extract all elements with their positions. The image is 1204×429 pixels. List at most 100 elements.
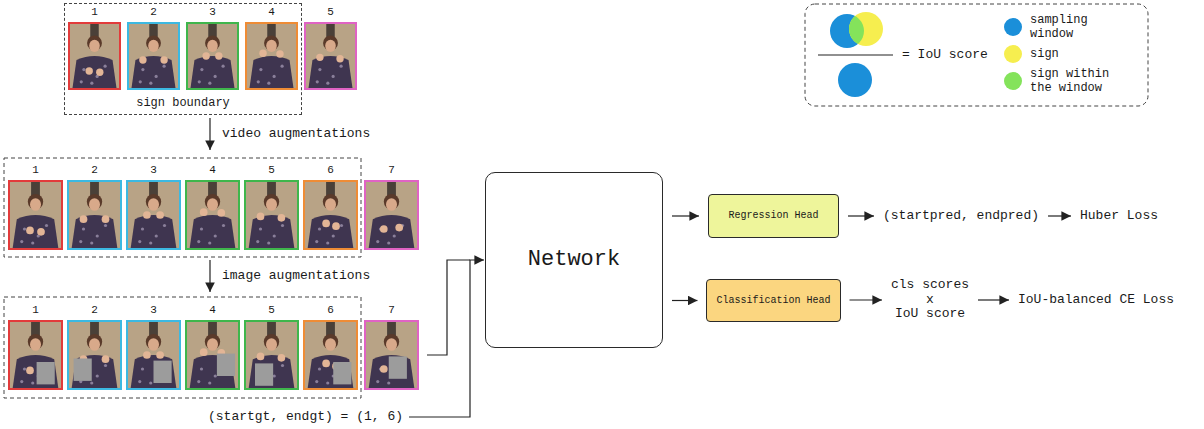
robe-pattern <box>90 241 93 244</box>
robe-pattern <box>104 364 107 367</box>
frame-background <box>244 320 299 390</box>
robe-pattern <box>387 381 390 384</box>
robe-pattern <box>104 65 107 68</box>
frame-number: 6 <box>327 304 334 317</box>
occlusion-patch <box>37 362 55 384</box>
video-frame <box>126 180 181 250</box>
signer-face <box>386 198 397 211</box>
signer-hand <box>26 227 34 235</box>
frame-number: 2 <box>150 6 157 19</box>
iou-figure <box>830 12 883 97</box>
frame-background <box>8 320 63 390</box>
video-frame <box>244 320 299 390</box>
robe-pattern <box>257 80 260 83</box>
flow-arrow <box>850 299 882 300</box>
output-text: x <box>891 293 969 308</box>
loss-text: Huber Loss <box>1080 209 1158 224</box>
robe-pattern <box>316 80 319 83</box>
signer-face <box>30 338 41 351</box>
frame-border <box>186 321 239 389</box>
signer-robe <box>189 215 235 250</box>
legend-swatch <box>1004 18 1022 36</box>
frame-border <box>245 181 298 249</box>
signer-hand <box>332 222 340 230</box>
video-frame <box>185 320 240 390</box>
frame-border <box>68 181 121 249</box>
signer-robe <box>71 215 117 250</box>
robe-pattern <box>139 80 142 83</box>
signer-hand <box>217 209 225 217</box>
robe-pattern <box>281 65 284 68</box>
signer-hand <box>156 351 164 359</box>
input-wire <box>427 260 470 355</box>
ground-truth-text: (startgt, endgt) = (1, 6) <box>208 410 403 425</box>
head-label: Classification Head <box>716 295 830 307</box>
frame-border <box>365 321 418 389</box>
frame-background <box>67 320 122 390</box>
video-frame <box>67 320 122 390</box>
frame-number: 5 <box>268 164 275 177</box>
signer-robe <box>12 215 58 250</box>
signer-hand <box>202 52 209 59</box>
robe-pattern <box>20 380 23 383</box>
step-label: video augmentations <box>222 127 370 142</box>
signer-robe <box>71 355 117 390</box>
video-frame <box>303 180 358 250</box>
frame-border <box>9 181 62 249</box>
robe-pattern <box>273 234 276 237</box>
fraction-bar <box>818 54 893 55</box>
robe-pattern <box>149 381 152 384</box>
robe-pattern <box>315 380 318 383</box>
signer-robe <box>248 355 294 390</box>
flow-arrow <box>1048 215 1071 216</box>
video-frame <box>67 180 122 250</box>
robe-pattern <box>149 82 152 85</box>
frame-number: 1 <box>32 164 39 177</box>
signer-hand <box>102 215 110 223</box>
robe-pattern <box>155 234 158 237</box>
robe-pattern <box>82 68 85 71</box>
signer-hand <box>336 55 343 62</box>
robe-pattern <box>31 241 34 244</box>
flow-arrow <box>672 300 697 301</box>
signer-face <box>207 338 218 351</box>
robe-pattern <box>163 224 166 227</box>
signer-robe <box>249 56 294 90</box>
signer-hand <box>80 215 88 223</box>
robe-pattern <box>340 224 343 227</box>
signer-robe <box>131 56 176 90</box>
step-arrow <box>209 118 210 150</box>
signer-hand <box>26 367 34 375</box>
signer-hand <box>143 351 151 359</box>
clip-boundary <box>4 158 361 257</box>
flow-arrow <box>409 260 484 417</box>
video-frame <box>364 180 419 250</box>
robe-pattern <box>214 234 217 237</box>
occlusion-patch <box>333 362 351 384</box>
frame-number: 6 <box>327 164 334 177</box>
robe-pattern <box>259 68 262 71</box>
robe-pattern <box>222 224 225 227</box>
frame-border <box>68 321 121 389</box>
signer-face <box>30 198 41 211</box>
frame-background <box>127 22 180 90</box>
frame-background <box>244 180 299 250</box>
video-frame <box>68 22 121 90</box>
head-label: Regression Head <box>728 210 818 222</box>
signer-face <box>207 198 218 211</box>
prediction-output: (startpred, endpred) <box>883 209 1039 224</box>
frame-border <box>127 181 180 249</box>
signer-face <box>266 198 277 211</box>
frame-background <box>186 22 239 90</box>
flow-arrow <box>848 215 874 216</box>
signer-robe <box>368 215 414 250</box>
video-frame <box>8 180 63 250</box>
loss-text: IoU-balanced CE Loss <box>1018 293 1174 308</box>
signer-hand <box>322 360 330 368</box>
robe-pattern <box>326 82 329 85</box>
signer-face <box>207 40 218 52</box>
robe-pattern <box>45 224 48 227</box>
robe-pattern <box>198 80 201 83</box>
signer-robe <box>308 56 353 90</box>
signer-robe <box>307 355 353 390</box>
